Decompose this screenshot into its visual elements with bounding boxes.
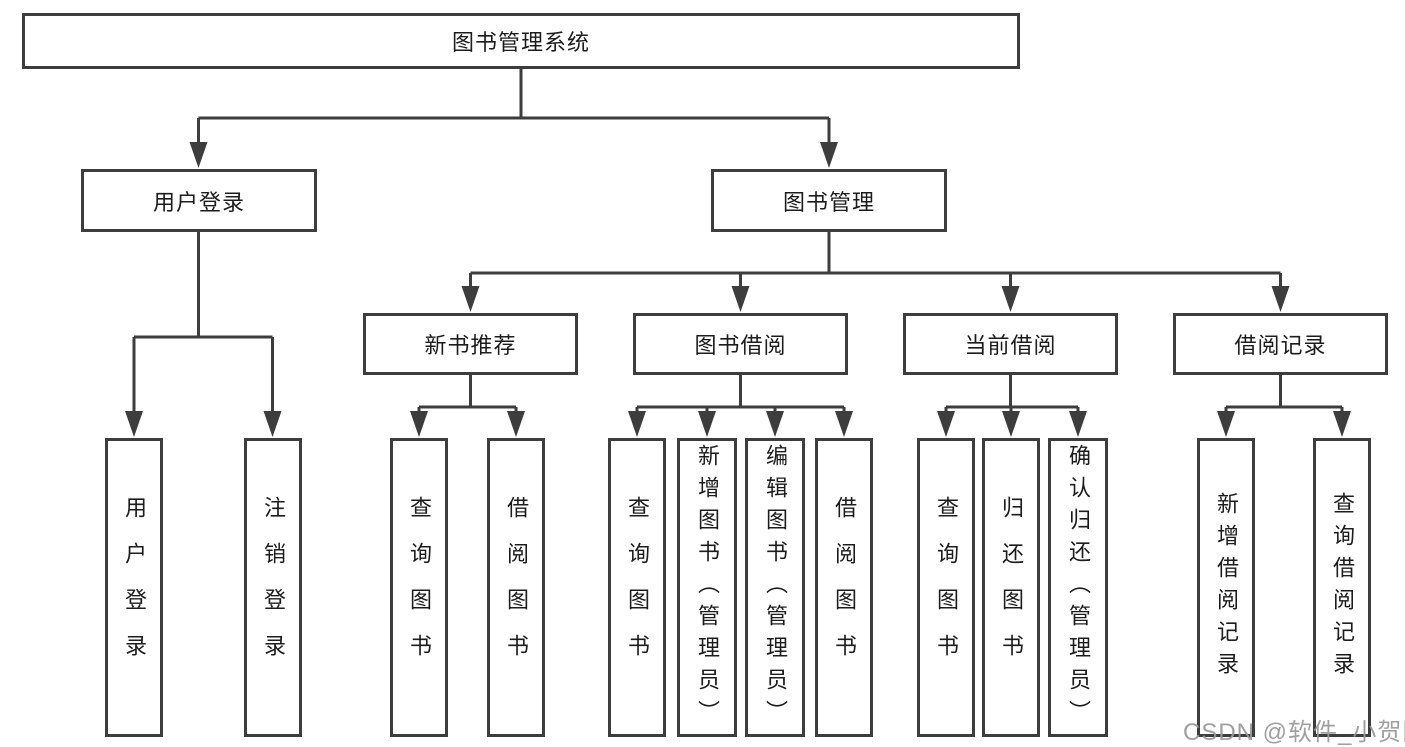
leaf-edit-book-admin: 编辑图书（管理员）	[745, 438, 805, 737]
leaf-query-books-3: 查询图书	[917, 438, 975, 737]
node-current-borrow: 当前借阅	[903, 313, 1118, 375]
node-label: 借阅图书	[832, 495, 857, 680]
leaf-return-book: 归还图书	[982, 438, 1040, 737]
leaf-confirm-return-admin: 确认归还（管理员）	[1048, 438, 1108, 737]
node-label: 新增借阅记录	[1214, 491, 1239, 684]
node-label: 图书管理	[782, 189, 875, 215]
node-label: 当前借阅	[964, 333, 1057, 358]
leaf-add-book-admin: 新增图书（管理员）	[677, 438, 737, 737]
leaf-borrow-books-1: 借阅图书	[487, 438, 545, 737]
node-label: 新书推荐	[424, 333, 517, 358]
connector-book-mgmt-to-level3	[461, 232, 1290, 312]
node-label: 借阅记录	[1234, 333, 1327, 358]
connector-current-borrow-to-leaves	[937, 375, 1087, 437]
connector-borrow-records-to-leaves	[1217, 375, 1351, 437]
leaf-query-borrow-record: 查询借阅记录	[1313, 438, 1371, 737]
node-borrow-records: 借阅记录	[1173, 313, 1388, 375]
node-label: 新增图书（管理员）	[695, 443, 720, 732]
node-label: 注销登录	[261, 495, 286, 680]
node-label: 图书借阅	[694, 333, 787, 358]
leaf-add-borrow-record: 新增借阅记录	[1197, 438, 1255, 737]
leaf-user-login: 用户登录	[105, 438, 163, 737]
node-label: 用户登录	[122, 495, 147, 680]
connector-user-login-to-leaves	[125, 232, 282, 437]
node-label: 确认归还（管理员）	[1066, 443, 1091, 732]
connector-book-borrow-to-leaves	[628, 375, 853, 437]
node-label: 图书管理系统	[451, 30, 590, 55]
node-label: 借阅图书	[504, 495, 529, 680]
node-label: 用户登录	[152, 189, 245, 215]
connector-root-to-level2	[189, 69, 838, 168]
node-label: 查询图书	[625, 495, 650, 680]
node-label: 查询图书	[934, 495, 959, 680]
watermark: CSDN @软件_小贺同学	[1183, 719, 1405, 746]
node-label: 查询图书	[407, 495, 432, 680]
leaf-query-books-2: 查询图书	[608, 438, 666, 737]
node-book-mgmt: 图书管理	[711, 169, 947, 232]
node-book-borrow: 图书借阅	[633, 313, 848, 375]
leaf-borrow-books-2: 借阅图书	[815, 438, 873, 737]
connector-new-book-to-leaves	[410, 375, 525, 437]
node-user-login: 用户登录	[81, 169, 317, 232]
leaf-logout: 注销登录	[244, 438, 302, 737]
leaf-query-books-1: 查询图书	[390, 438, 448, 737]
node-root: 图书管理系统	[22, 13, 1020, 69]
node-new-book-recommend: 新书推荐	[363, 313, 578, 375]
node-label: 查询借阅记录	[1330, 491, 1355, 684]
node-label: 归还图书	[999, 495, 1024, 680]
node-label: 编辑图书（管理员）	[763, 443, 788, 732]
